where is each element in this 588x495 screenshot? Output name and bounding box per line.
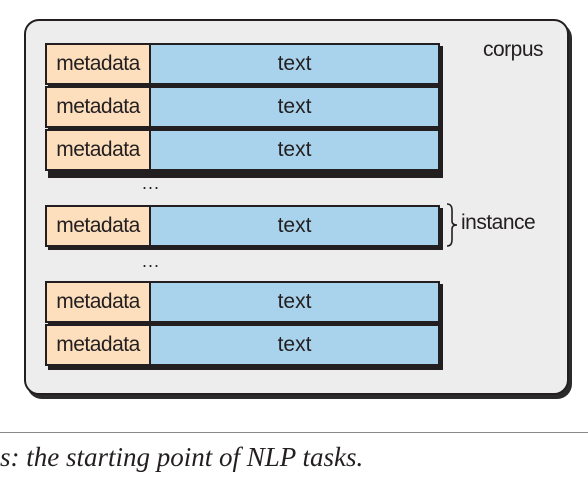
- corpus-label: corpus: [483, 38, 544, 61]
- text-cell: text: [149, 324, 440, 366]
- metadata-cell: metadata: [45, 86, 149, 128]
- text-cell: text: [149, 129, 440, 171]
- corpus-row: metadata text: [45, 86, 440, 128]
- metadata-cell: metadata: [45, 324, 149, 366]
- text-cell: text: [149, 281, 440, 323]
- metadata-cell: metadata: [45, 43, 149, 85]
- corpus-row: metadata text: [45, 43, 440, 85]
- text-cell: text: [149, 205, 440, 247]
- corpus-row: metadata text: [45, 324, 440, 366]
- text-cell: text: [149, 86, 440, 128]
- metadata-cell: metadata: [45, 129, 149, 171]
- instance-row: metadata text: [45, 205, 440, 247]
- text-cell: text: [149, 43, 440, 85]
- divider: [0, 432, 588, 433]
- metadata-cell: metadata: [45, 281, 149, 323]
- metadata-cell: metadata: [45, 205, 149, 247]
- corpus-row: metadata text: [45, 281, 440, 323]
- ellipsis: ...: [142, 251, 161, 271]
- brace-icon: [446, 203, 458, 247]
- ellipsis: ...: [142, 173, 161, 193]
- figure-caption: s: the starting point of NLP tasks.: [0, 442, 364, 472]
- instance-label: instance: [461, 211, 536, 234]
- corpus-row: metadata text: [45, 129, 440, 171]
